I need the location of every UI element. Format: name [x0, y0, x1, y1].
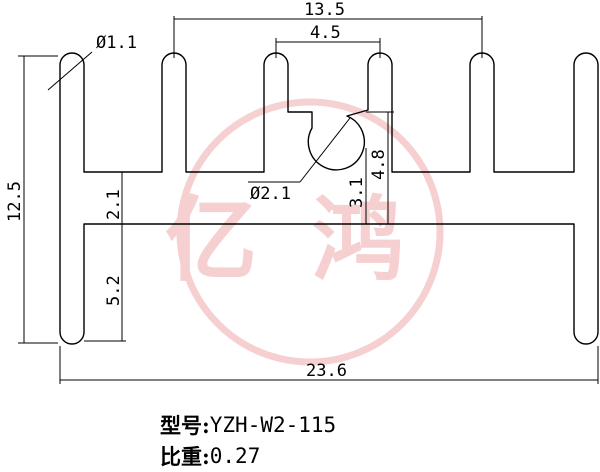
dim-12-5-label: 12.5 [5, 181, 25, 222]
dim-hole-large: Ø2.1 [248, 117, 351, 204]
dim-hole-large-label: Ø2.1 [250, 184, 291, 204]
dim-13-5-label: 13.5 [304, 0, 345, 20]
dim-3-1-4-8: 3.1 4.8 [347, 111, 394, 224]
dim-4-5: 4.5 [275, 23, 381, 58]
dim-4-5-label: 4.5 [310, 23, 341, 43]
watermark-char-2: 鸿 [312, 187, 404, 294]
dim-2-1-label: 2.1 [104, 189, 124, 220]
dim-5-2: 5.2 [84, 224, 126, 342]
model-value: YZH-W2-115 [209, 413, 337, 437]
dim-2-1: 2.1 [104, 172, 124, 224]
dim-hole-small-label: Ø1.1 [96, 33, 137, 53]
watermark-char-1: 亿 [165, 187, 257, 294]
heatsink-profile-drawing: 亿 鸿 13.5 4.5 Ø1.1 12.5 [5, 0, 599, 384]
dim-hole-small: Ø1.1 [47, 33, 137, 91]
weight-value: 0.27 [209, 444, 261, 468]
watermark-ring [176, 98, 444, 366]
model-row: 型号: YZH-W2-115 [160, 410, 336, 441]
weight-row: 比重: 0.27 [160, 441, 336, 472]
watermark: 亿 鸿 [165, 98, 444, 366]
dim-23-6-label: 23.6 [306, 361, 347, 381]
caption: 型号: YZH-W2-115 比重: 0.27 [160, 410, 336, 472]
dim-13-5: 13.5 [173, 0, 483, 58]
dim-3-1-label: 3.1 [347, 177, 367, 208]
dim-4-8-label: 4.8 [369, 149, 389, 180]
heatsink-profile-outline [59, 52, 599, 345]
dim-5-2-label: 5.2 [104, 275, 124, 306]
dim-12-5: 12.5 [5, 55, 58, 344]
dim-23-6: 23.6 [59, 346, 599, 384]
weight-label: 比重: [160, 444, 210, 469]
model-label: 型号: [160, 413, 210, 438]
